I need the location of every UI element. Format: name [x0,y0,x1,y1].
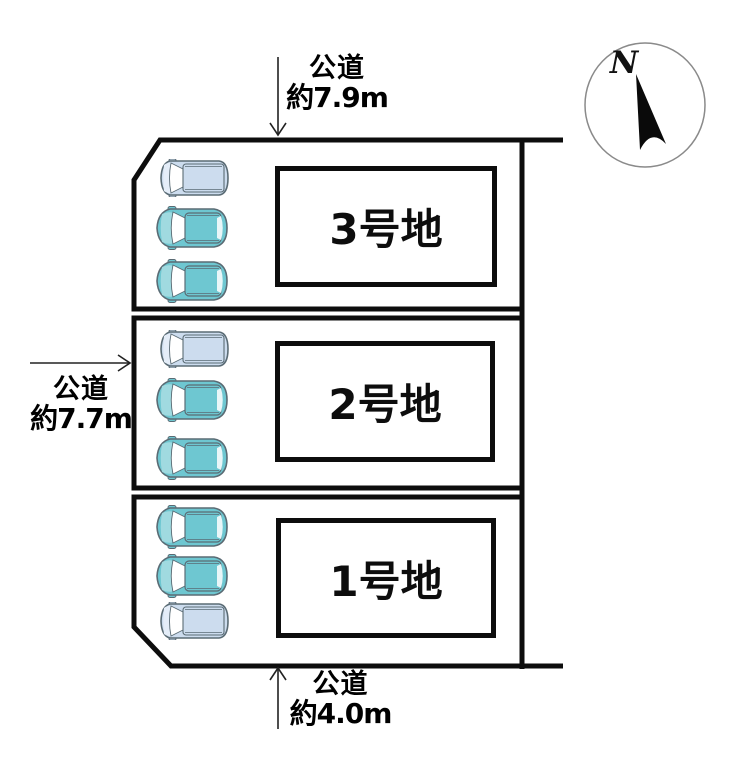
bottom-road-name: 公道 [312,669,369,700]
car-teal-suv [156,259,228,303]
plot1-outline [131,494,525,669]
plot3-label-box: 3号地 [275,166,497,287]
north-label: N [609,45,639,81]
car-teal-suv [156,206,228,250]
left-road-width: 約7.7m [30,402,133,436]
top-road-width: 約7.9m [286,81,389,115]
plot1-label-box: 1号地 [276,518,496,638]
plot1-label: 1号地 [329,556,443,606]
bottom-road-arrow [269,666,287,729]
car-teal-suv [156,554,228,598]
bottom-road-width: 約4.0m [289,697,393,731]
compass-needle [636,74,666,150]
plot2-label: 2号地 [328,380,442,429]
car-light-van [160,602,229,640]
car-light-van [160,330,229,368]
car-teal-suv [156,436,228,480]
compass-ring [584,42,706,168]
plot-boundaries [131,137,563,669]
left-road-name: 公道 [53,374,109,405]
car-teal-suv [156,378,228,422]
plot2-label-box: 2号地 [275,341,495,462]
plot3-label: 3号地 [329,205,443,254]
dimension-arrows [30,57,287,729]
cars [156,159,229,640]
left-road-arrow [30,354,132,372]
top-road-arrow [269,57,287,137]
car-light-van [160,159,229,197]
plot3-outline [131,137,525,312]
top-road-name: 公道 [309,53,365,84]
car-teal-suv [156,505,228,549]
top-road-label: 公道 約7.9m [282,53,392,115]
bottom-road-label: 公道 約4.0m [283,669,398,731]
compass [584,42,706,168]
left-road-label: 公道 約7.7m [25,374,137,436]
